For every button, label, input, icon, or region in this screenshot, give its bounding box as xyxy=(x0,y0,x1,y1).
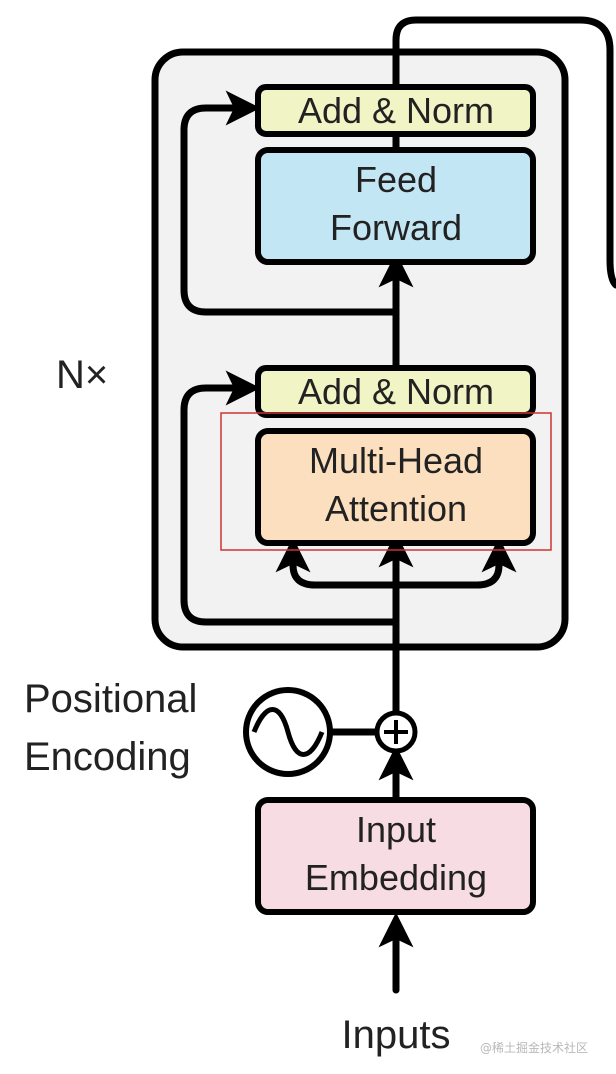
encoder-container xyxy=(151,48,569,651)
positional-encoding-label-line1: Positional xyxy=(24,677,197,721)
add-norm-top-block xyxy=(255,84,536,137)
positional-encoding-label-line2: Encoding xyxy=(24,735,191,779)
input-embedding-block xyxy=(255,797,536,915)
add-norm-top-label: Add & Norm xyxy=(298,90,494,131)
multi-head-attention-label-line2: Attention xyxy=(325,488,467,529)
repeat-count-label: N× xyxy=(56,353,108,397)
multi-head-attention-block xyxy=(255,428,536,546)
inputs-label: Inputs xyxy=(342,1013,451,1057)
encoder-output-line xyxy=(392,16,616,289)
positional-encoding-icon xyxy=(243,687,333,777)
feed-forward-label-line2: Forward xyxy=(330,207,462,248)
input-embedding-label-line2: Embedding xyxy=(305,857,487,898)
attention-branch-left xyxy=(275,537,400,589)
add-norm-bottom-label: Add & Norm xyxy=(298,371,494,412)
add-circle-icon xyxy=(374,710,418,754)
attention-branch-right xyxy=(392,537,517,589)
feed-forward-label-line1: Feed xyxy=(355,159,437,200)
attention-highlight-box xyxy=(220,412,552,551)
residual-feedforward xyxy=(180,90,400,316)
multi-head-attention-label-line1: Multi-Head xyxy=(309,440,483,481)
add-norm-bottom-block xyxy=(255,365,536,418)
watermark: @稀土掘金技术社区 xyxy=(480,1040,588,1055)
input-embedding-label-line1: Input xyxy=(356,809,436,850)
residual-attention xyxy=(180,370,400,626)
feed-forward-block xyxy=(255,147,536,265)
